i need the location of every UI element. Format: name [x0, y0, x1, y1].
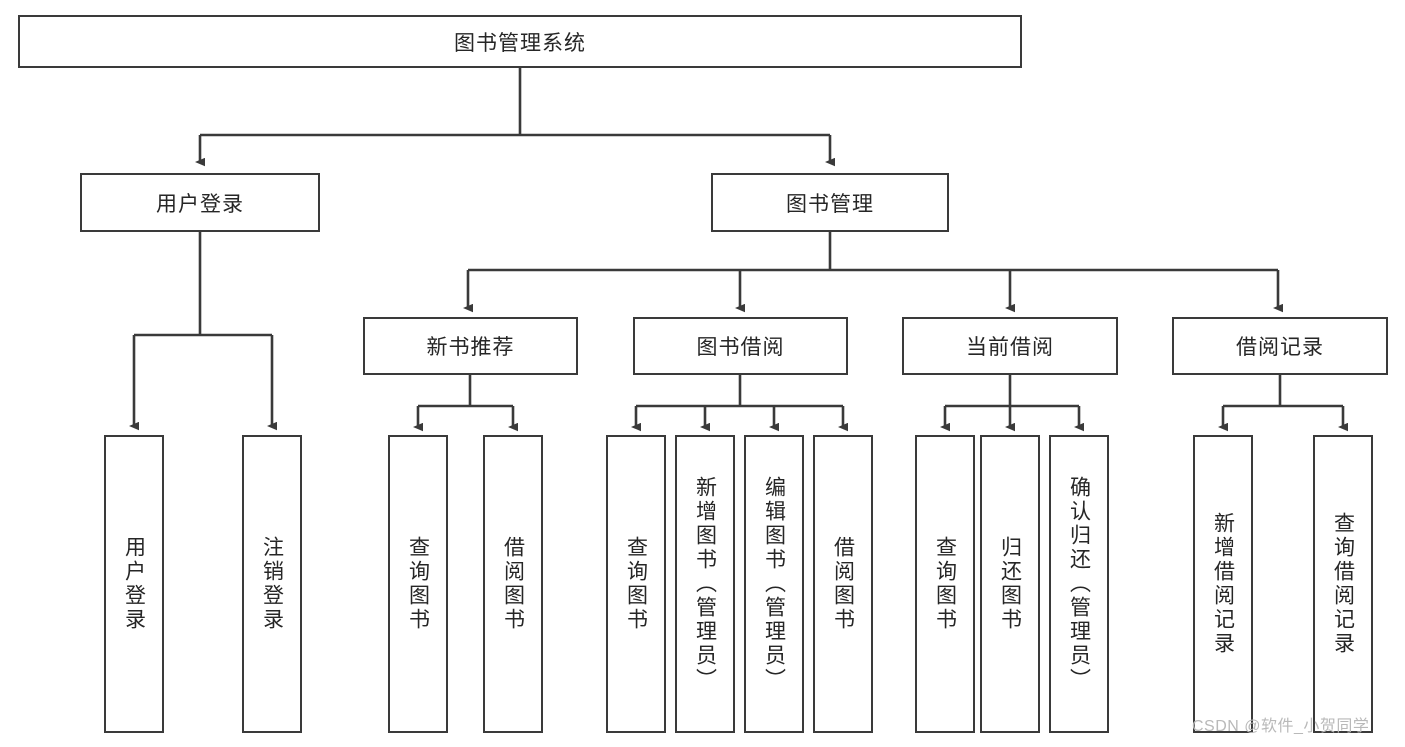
leaf-current-query-book[interactable]: 查询图书: [915, 435, 975, 733]
node-label: 借阅图书: [501, 536, 525, 632]
node-label: 查询图书: [624, 536, 648, 632]
leaf-current-return-book[interactable]: 归还图书: [980, 435, 1040, 733]
leaf-record-query[interactable]: 查询借阅记录: [1313, 435, 1373, 733]
leaf-borrow-edit-book-admin[interactable]: 编辑图书（管理员）: [744, 435, 804, 733]
watermark-text: CSDN @软件_小贺同学: [1192, 718, 1370, 735]
node-label: 新书推荐: [426, 336, 515, 359]
node-label: 编辑图书（管理员）: [762, 476, 786, 692]
node-label: 图书管理: [786, 192, 874, 216]
node-label: 图书借阅: [696, 336, 785, 359]
node-book-borrow[interactable]: 图书借阅: [633, 317, 848, 375]
node-label: 新增图书（管理员）: [693, 476, 717, 692]
node-user-login[interactable]: 用户登录: [80, 173, 320, 232]
node-label: 用户登录: [156, 192, 244, 216]
leaf-borrow-query-book[interactable]: 查询图书: [606, 435, 666, 733]
leaf-borrow-borrow-book[interactable]: 借阅图书: [813, 435, 873, 733]
node-label: 借阅记录: [1236, 336, 1324, 359]
leaf-user-login[interactable]: 用户登录: [104, 435, 164, 733]
leaf-logout[interactable]: 注销登录: [242, 435, 302, 733]
node-label: 归还图书: [998, 536, 1022, 632]
node-label: 查询图书: [406, 536, 430, 632]
node-root-system[interactable]: 图书管理系统: [18, 15, 1022, 68]
leaf-current-confirm-return-admin[interactable]: 确认归还（管理员）: [1049, 435, 1109, 733]
node-label: 当前借阅: [966, 336, 1054, 359]
node-label: 查询借阅记录: [1331, 512, 1355, 656]
node-label: 注销登录: [260, 536, 284, 632]
node-label: 借阅图书: [831, 536, 855, 632]
node-new-book-recommend[interactable]: 新书推荐: [363, 317, 578, 375]
node-label: 确认归还（管理员）: [1067, 476, 1091, 692]
leaf-record-add[interactable]: 新增借阅记录: [1193, 435, 1253, 733]
leaf-borrow-add-book-admin[interactable]: 新增图书（管理员）: [675, 435, 735, 733]
node-current-borrow[interactable]: 当前借阅: [902, 317, 1118, 375]
node-book-management[interactable]: 图书管理: [711, 173, 949, 232]
node-label: 图书管理系统: [454, 31, 586, 55]
node-borrow-record[interactable]: 借阅记录: [1172, 317, 1388, 375]
node-label: 用户登录: [122, 536, 146, 632]
node-label: 查询图书: [933, 536, 957, 632]
leaf-newbook-query-book[interactable]: 查询图书: [388, 435, 448, 733]
leaf-newbook-borrow-book[interactable]: 借阅图书: [483, 435, 543, 733]
node-label: 新增借阅记录: [1211, 512, 1235, 656]
